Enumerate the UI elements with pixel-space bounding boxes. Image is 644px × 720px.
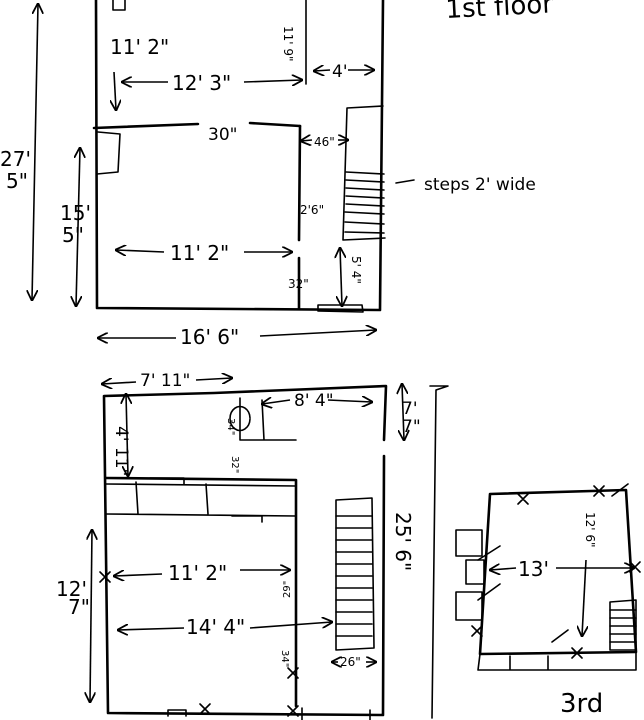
floor-2-staircase	[335, 497, 375, 651]
f2-side-right-in-label: 7"	[402, 417, 421, 437]
floor-1-top-mark	[112, 0, 126, 11]
total-depth-ft-label: 27'	[0, 147, 31, 171]
floor-2-bath-fixture	[229, 405, 251, 432]
f2-door-29-label: 29"	[282, 581, 293, 598]
top-right-vertical-label: 11' 9"	[281, 26, 295, 62]
f2-inner-width-label: 11' 2"	[168, 561, 227, 585]
floor-3-left-bays	[455, 529, 485, 621]
f2-top-width-right	[195, 378, 232, 380]
floor-2-marks	[99, 571, 371, 720]
wall-offset-label: 2'6"	[300, 203, 324, 217]
f2-top-right-right	[327, 400, 372, 402]
floor-3-slants	[477, 483, 629, 643]
f2-door-34-label: 34"	[279, 650, 290, 667]
f2-side-right-arrow	[402, 384, 404, 440]
floor-1-outer-walls	[94, 0, 385, 312]
bottom-width-label: 16' 6"	[180, 325, 239, 349]
door-32-label: 32"	[288, 277, 309, 291]
f2-top-right-label: 8' 4"	[294, 391, 334, 411]
total-depth-in-label: 5"	[6, 169, 28, 193]
right-gap-label: 4'	[332, 62, 348, 82]
floor-1-plan: 1st floor 27' 5" 11' 2" 12' 3" 4' 11' 9"…	[0, 0, 554, 349]
floor-3-staircase	[609, 599, 637, 651]
dim-bottom-width-right	[259, 330, 376, 337]
steps-pointer	[395, 179, 415, 184]
f3-depth-label: 12' 6"	[583, 512, 597, 548]
f3-width-label: 13'	[518, 557, 549, 581]
floor-2-plan: 7' 11" 8' 4" 7' 7" 4' 11" 34" 32" 25' 6"…	[56, 371, 449, 720]
inner-width-label: 11' 2"	[170, 241, 229, 265]
f2-lower-width-label: 14' 4"	[186, 615, 245, 639]
steps-note-label: steps 2' wide	[424, 175, 536, 195]
floor-1-staircase	[342, 105, 386, 241]
f2-top-right-left	[262, 400, 291, 404]
dim-stair-bottom-arrow	[340, 248, 342, 306]
f2-stair-26-label: 26"	[340, 655, 361, 669]
floor-2-partition	[104, 476, 298, 708]
top-room-depth-label: 11' 2"	[110, 35, 169, 59]
f2-room-depth-arrow	[90, 530, 92, 702]
f2-inner-width-left	[114, 574, 163, 576]
dim-left-depth-arrow	[76, 148, 80, 306]
f2-lower-width-right	[249, 622, 332, 629]
f2-top-width-label: 7' 11"	[140, 371, 190, 391]
dim-right-gap-left	[314, 70, 331, 71]
floor-1-partition	[92, 121, 302, 130]
stair-gap-label: 46"	[314, 135, 335, 149]
f2-top-width-left	[102, 382, 137, 384]
floor-2-outer-walls	[102, 384, 388, 717]
top-room-width-label: 12' 3"	[172, 71, 231, 95]
f2-total-depth-label: 25' 6"	[391, 512, 415, 571]
f3-width-left	[490, 568, 517, 570]
floor-3-bottom-wall	[477, 651, 637, 671]
floor-1-title: 1st floor	[445, 0, 554, 25]
f2-room-depth-ft-label: 12'	[56, 577, 87, 601]
floor-3-outer-walls	[478, 488, 638, 656]
f2-left-top-label: 4' 11"	[111, 426, 131, 476]
dim-stair-gap-left	[301, 140, 313, 141]
f2-lower-width-left	[118, 628, 185, 630]
floor-3-title: 3rd	[560, 689, 603, 719]
floor-3-plan: 13' 12' 6" 3rd	[455, 483, 641, 719]
floor-1-closet	[96, 131, 121, 175]
f2-left-top-arrow	[126, 394, 128, 476]
dim-top-room-depth-arrow	[114, 71, 116, 110]
left-room-depth-ft-label: 15'	[60, 201, 91, 225]
floor-2-cabinets	[105, 477, 297, 717]
floor-3-marks	[471, 485, 641, 659]
dim-total-depth-arrow	[32, 4, 38, 300]
f2-total-depth-line	[429, 385, 449, 719]
dim-inner-width-left	[116, 250, 165, 252]
door-30-label: 30"	[208, 125, 237, 145]
f2-side-right-ft-label: 7'	[402, 399, 418, 419]
dim-top-room-width-right	[243, 80, 302, 82]
f2-small-34-label: 34"	[225, 418, 236, 435]
f2-room-depth-in-label: 7"	[68, 595, 90, 619]
stair-bottom-label: 5' 4"	[349, 256, 363, 284]
f3-depth-arrow	[582, 559, 586, 636]
left-room-depth-in-label: 5"	[62, 223, 84, 247]
floor-2-bath-wall	[239, 397, 297, 441]
f2-small-32-label: 32"	[229, 456, 240, 473]
